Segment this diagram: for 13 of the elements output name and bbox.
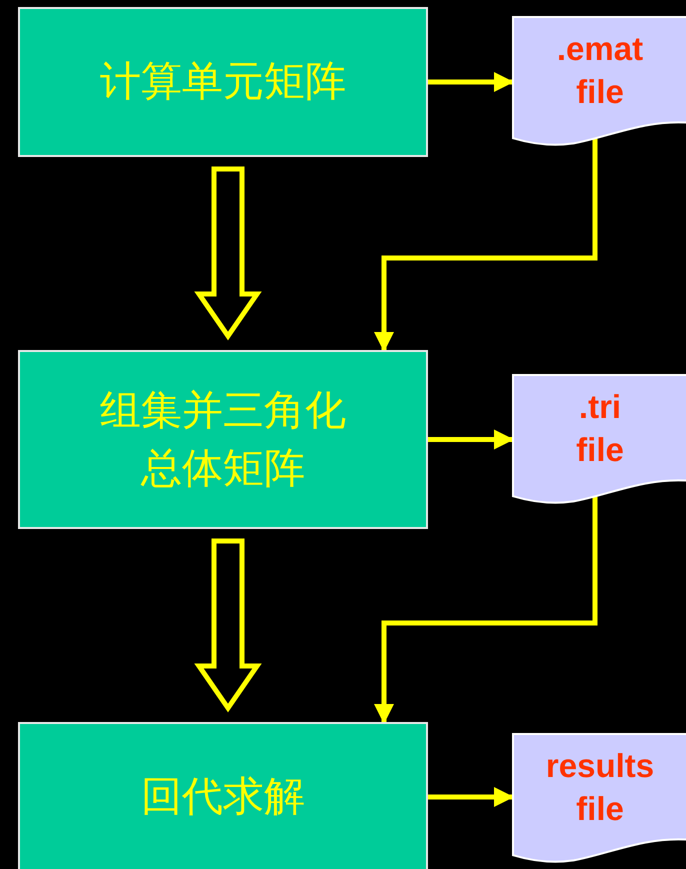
arrow	[374, 136, 598, 352]
arrow	[374, 494, 598, 724]
arrow	[428, 430, 514, 450]
document-shape: results file	[512, 733, 686, 863]
document-shape: .tri file	[512, 374, 686, 504]
document-shape: .emat file	[512, 16, 686, 146]
block-arrow	[194, 538, 262, 712]
process-box: 组集并三角化总体矩阵	[18, 350, 428, 529]
arrow	[428, 72, 514, 92]
arrow	[428, 787, 514, 807]
process-box: 回代求解	[18, 722, 428, 869]
process-box: 计算单元矩阵	[18, 7, 428, 157]
block-arrow	[194, 166, 262, 340]
